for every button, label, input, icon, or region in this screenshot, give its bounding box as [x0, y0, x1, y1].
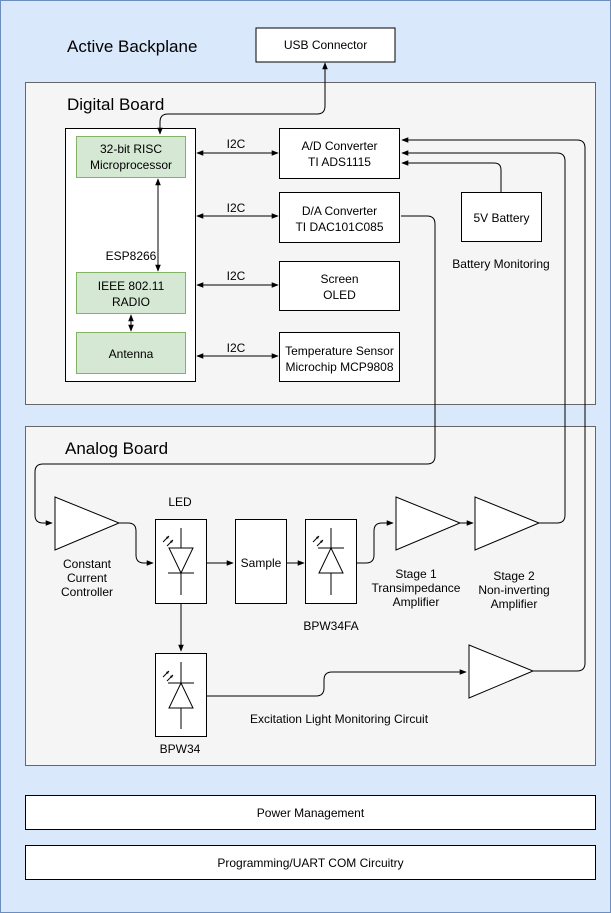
i2c-label-dac: I2C — [227, 201, 246, 215]
ccc-label-line1: Constant — [63, 557, 112, 571]
programming-uart-block: Programming/UART COM Circuitry — [25, 845, 596, 880]
adc-label-line1: A/D Converter — [301, 139, 377, 153]
temperature-sensor-label-line1: Temperature Sensor — [285, 344, 394, 358]
stage1-label-line3: Amplifier — [393, 595, 440, 609]
stage2-label-line3: Amplifier — [491, 597, 538, 611]
dac-label-line2: TI DAC101C085 — [295, 220, 383, 234]
digital-board-title: Digital Board — [67, 95, 164, 114]
antenna-label: Antenna — [109, 347, 154, 361]
power-management-block: Power Management — [25, 795, 596, 830]
ccc-label-line3: Controller — [61, 585, 113, 599]
microprocessor-label-line1: 32-bit RISC — [100, 142, 162, 156]
ccc-label-line2: Current — [67, 571, 108, 585]
ccc-led-connector — [119, 522, 154, 566]
dac-ccc-connector — [34, 215, 436, 526]
programming-uart-label: Programming/UART COM Circuitry — [217, 856, 403, 870]
usb-mcu-connector — [157, 62, 328, 135]
usb-connector-block: USB Connector — [255, 27, 396, 63]
i2c-label-adc: I2C — [227, 137, 246, 151]
constant-current-controller-amp — [54, 496, 121, 551]
excitation-monitoring-label: Excitation Light Monitoring Circuit — [250, 712, 429, 726]
radio-label-line2: RADIO — [112, 295, 150, 309]
usb-connector-label: USB Connector — [284, 38, 367, 52]
bpw34-photodiode — [155, 653, 207, 737]
bpw34-label: BPW34 — [160, 742, 201, 756]
i2c-label-screen: I2C — [227, 269, 246, 283]
microprocessor-block: 32-bit RISC Microprocessor — [76, 136, 186, 178]
screen-label-line2: OLED — [323, 288, 356, 302]
stage2-label-line2: Non-inverting — [478, 583, 549, 597]
battery-label: 5V Battery — [473, 211, 529, 225]
bpw34fa-label: BPW34FA — [303, 619, 358, 633]
stage1-label-line2: Transimpedance — [372, 581, 461, 595]
analog-board-title: Analog Board — [65, 439, 168, 458]
bpw34-monitor-amp-connector — [207, 669, 467, 697]
adc-label-line2: TI ADS1115 — [308, 155, 371, 169]
temperature-sensor-label-line2: Microchip MCP9808 — [285, 360, 393, 374]
light-detection-icon — [312, 535, 324, 547]
microprocessor-label-line2: Microprocessor — [90, 158, 172, 172]
bpw34fa-stage1-connector — [357, 520, 394, 564]
backplane-title: Active Backplane — [67, 37, 197, 56]
sample-block: Sample — [235, 519, 287, 604]
stage2-label-line1: Stage 2 — [493, 569, 535, 583]
dac-label-line1: D/A Converter — [302, 204, 377, 218]
bpw34fa-photodiode — [305, 519, 357, 604]
light-detection-icon — [162, 670, 174, 682]
led-block — [155, 519, 207, 604]
radio-block: IEEE 802.11 RADIO — [76, 272, 186, 314]
battery-monitoring-label: Battery Monitoring — [452, 257, 549, 271]
stage2-adc-connector — [401, 150, 566, 524]
monitor-amp-adc-connector — [401, 137, 586, 672]
adc-block: A/D Converter TI ADS1115 — [279, 128, 400, 179]
power-management-label: Power Management — [257, 806, 365, 820]
light-emission-icon — [162, 535, 174, 547]
stage1-label-line1: Stage 1 — [395, 567, 437, 581]
radio-label-line1: IEEE 802.11 — [98, 279, 165, 293]
i2c-label-temperature: I2C — [227, 341, 246, 355]
temperature-sensor-block: Temperature Sensor Microchip MCP9808 — [279, 332, 400, 382]
battery-block: 5V Battery — [461, 192, 542, 242]
screen-label-line1: Screen — [320, 272, 358, 286]
dac-block: D/A Converter TI DAC101C085 — [279, 192, 400, 243]
antenna-block: Antenna — [76, 332, 186, 374]
excitation-monitor-amplifier — [468, 644, 535, 699]
stage2-amplifier — [474, 496, 541, 551]
screen-block: Screen OLED — [279, 261, 400, 311]
stage1-amplifier — [395, 496, 462, 551]
led-label: LED — [168, 495, 192, 509]
battery-adc-connector — [401, 160, 502, 192]
sample-label: Sample — [241, 556, 282, 570]
esp8266-label: ESP8266 — [106, 249, 157, 263]
